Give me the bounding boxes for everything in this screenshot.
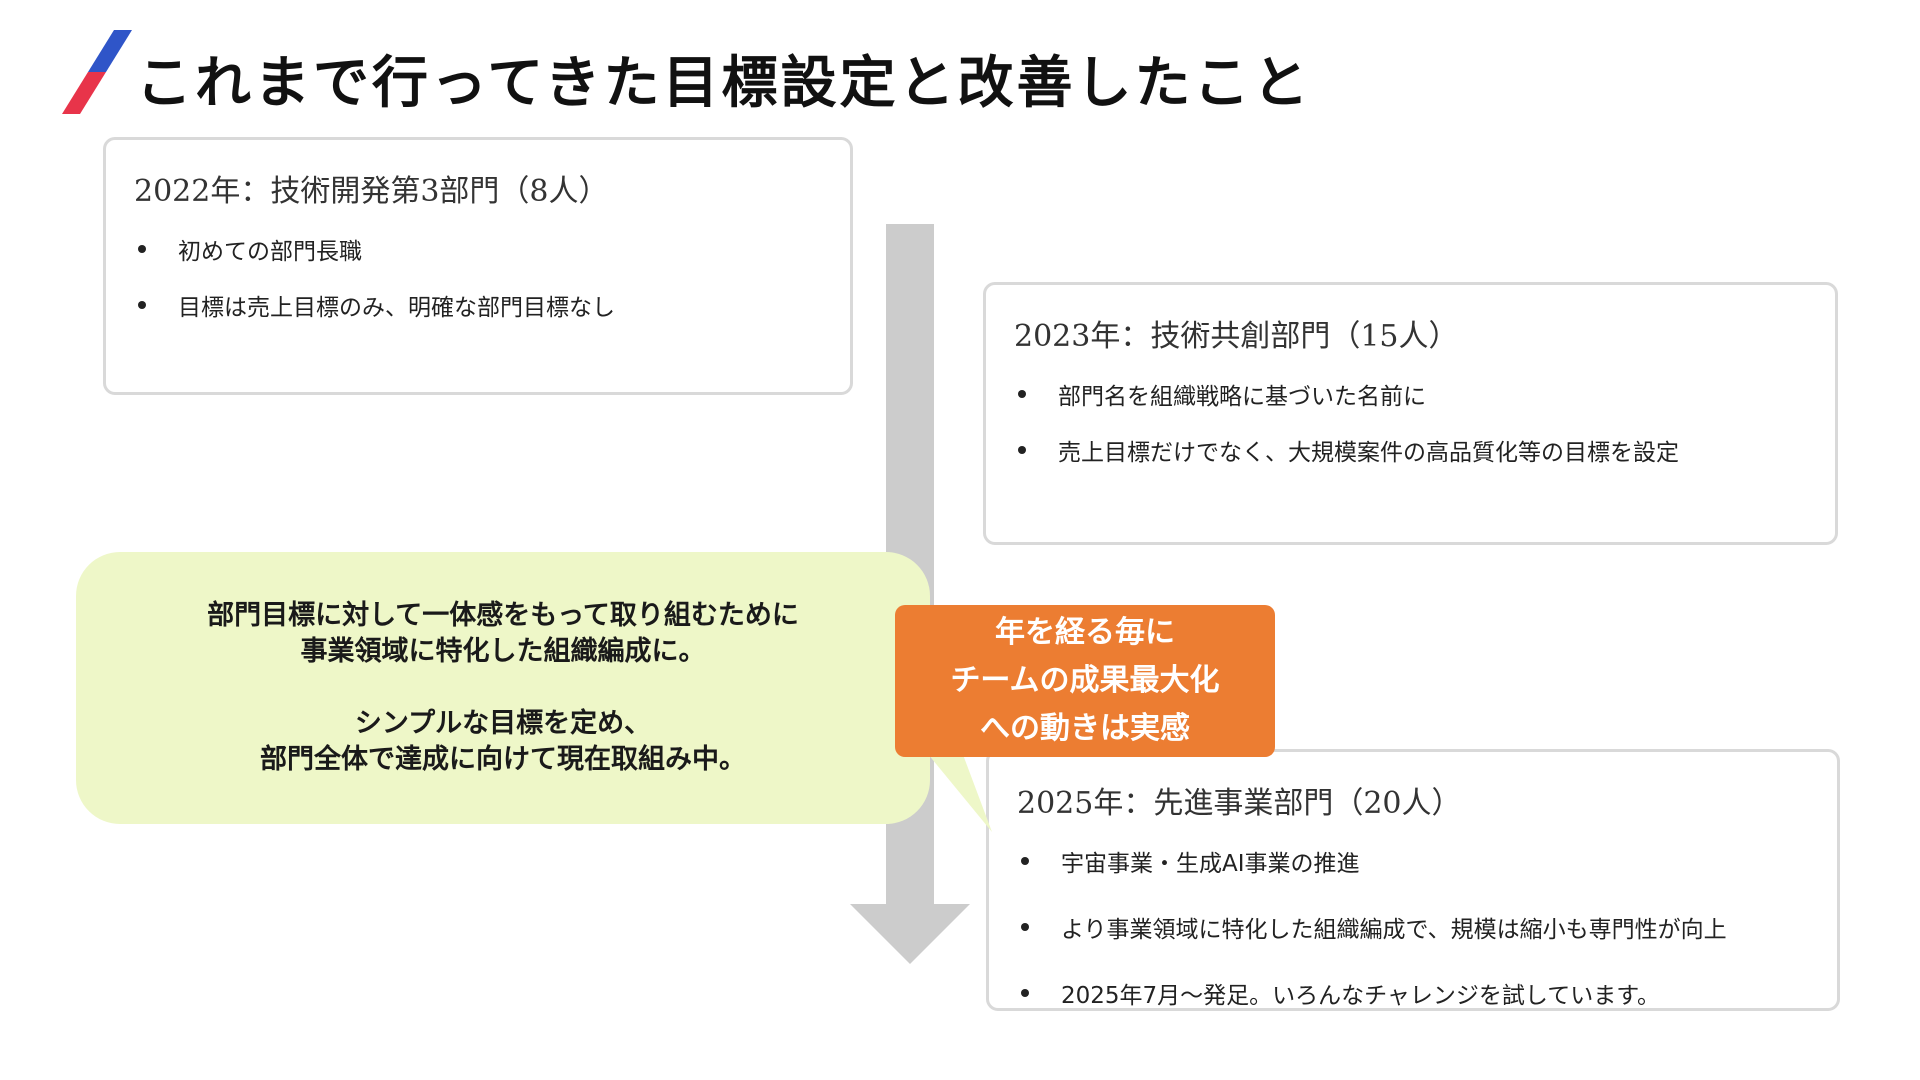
- bubble-line: 部門目標に対して一体感をもって取り組むために: [207, 600, 799, 631]
- bubble-line: 部門全体で達成に向けて現在取組み中。: [260, 744, 746, 775]
- bubble-line: シンプルな目標を定め、: [354, 708, 652, 739]
- card-bullet-list: 部門名を組織戦略に基づいた名前に 売上目標だけでなく、大規模案件の高品質化等の目…: [1014, 377, 1679, 489]
- bubble-line: 事業領域に特化した組織編成に。: [300, 636, 706, 667]
- callout-line: 年を経る毎に: [995, 615, 1175, 650]
- card-bullet-list: 宇宙事業・生成AI事業の推進 より事業領域に特化した組織編成で、規模は縮小も専門…: [1017, 844, 1727, 1042]
- orange-callout: 年を経る毎に チームの成果最大化 への動きは実感: [895, 605, 1275, 757]
- timeline-card-2023: 2023年：技術共創部門（15人） 部門名を組織戦略に基づいた名前に 売上目標だ…: [983, 282, 1838, 545]
- card-bullet: より事業領域に特化した組織編成で、規模は縮小も専門性が向上: [1017, 910, 1727, 944]
- callout-line: への動きは実感: [980, 711, 1190, 746]
- card-bullet: 宇宙事業・生成AI事業の推進: [1017, 844, 1727, 878]
- card-bullet: 初めての部門長職: [134, 232, 615, 266]
- timeline-card-2025: 2025年：先進事業部門（20人） 宇宙事業・生成AI事業の推進 より事業領域に…: [986, 749, 1840, 1011]
- card-bullet: 2025年7月～発足。いろんなチャレンジを試しています。: [1017, 976, 1727, 1010]
- card-bullet-list: 初めての部門長職 目標は売上目標のみ、明確な部門目標なし: [134, 232, 615, 344]
- title-accent-slash: [62, 30, 132, 114]
- callout-line: チームの成果最大化: [950, 663, 1220, 698]
- card-bullet: 目標は売上目標のみ、明確な部門目標なし: [134, 288, 615, 322]
- card-bullet: 部門名を組織戦略に基づいた名前に: [1014, 377, 1679, 411]
- card-heading: 2023年：技術共創部門（15人）: [1014, 319, 1459, 354]
- timeline-card-2022: 2022年：技術開発第3部門（8人） 初めての部門長職 目標は売上目標のみ、明確…: [103, 137, 853, 395]
- page-title: これまで行ってきた目標設定と改善したこと: [136, 51, 1312, 116]
- card-heading: 2025年：先進事業部門（20人）: [1017, 786, 1462, 821]
- card-bullet: 売上目標だけでなく、大規模案件の高品質化等の目標を設定: [1014, 433, 1679, 467]
- speech-bubble: 部門目標に対して一体感をもって取り組むために 事業領域に特化した組織編成に。 シ…: [76, 552, 930, 824]
- card-heading: 2022年：技術開発第3部門（8人）: [134, 174, 609, 209]
